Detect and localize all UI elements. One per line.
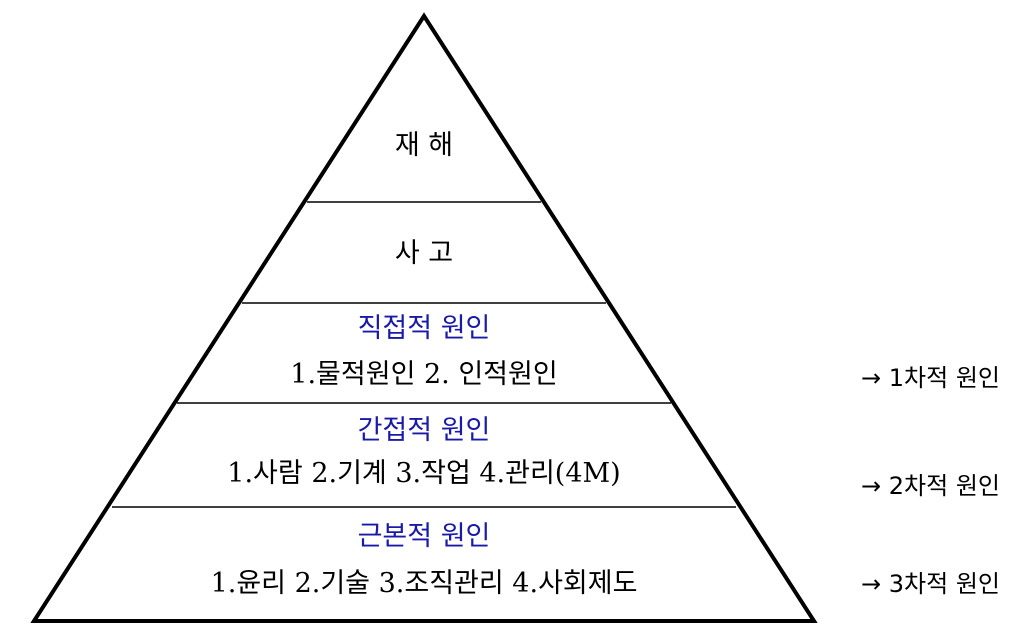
tier-direct-title: 직접적 원인 <box>358 313 491 344</box>
tier-accident-label: 사 고 <box>395 238 453 269</box>
side-label-second-cause: → 2차적 원인 <box>861 472 1000 500</box>
tier-disaster-label: 재 해 <box>395 130 453 161</box>
tier-root-title: 근본적 원인 <box>358 521 491 552</box>
side-label-third-cause: → 3차적 원인 <box>861 570 1000 598</box>
side-label-first-cause: → 1차적 원인 <box>861 364 1000 392</box>
tier-direct-detail: 1.물적원인 2. 인적원인 <box>290 359 557 390</box>
tier-indirect-detail: 1.사람 2.기계 3.작업 4.관리(4M) <box>227 458 620 489</box>
tier-root-detail: 1.윤리 2.기술 3.조직관리 4.사회제도 <box>211 568 638 599</box>
tier-indirect-title: 간접적 원인 <box>358 415 491 446</box>
pyramid-outline <box>30 12 818 623</box>
